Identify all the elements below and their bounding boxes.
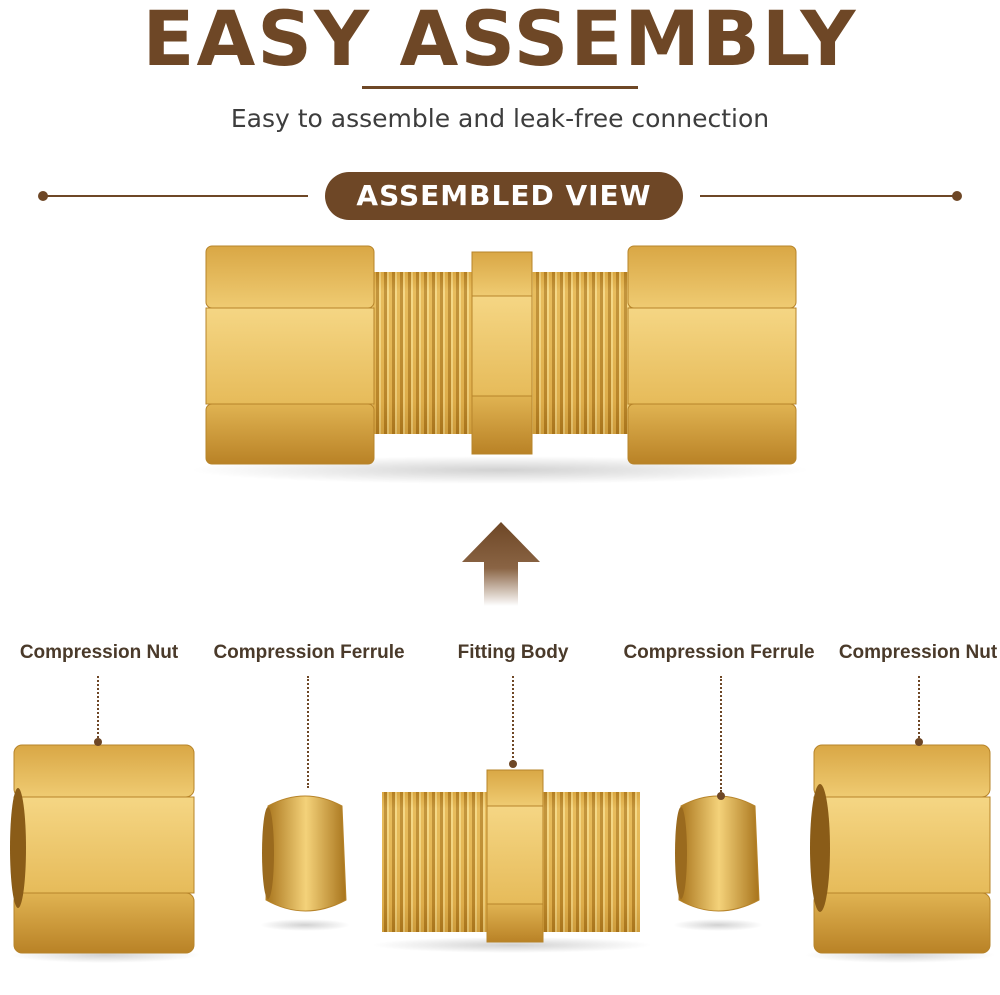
exploded-fitting-body-image [372, 769, 652, 953]
leader-dot [717, 792, 725, 800]
part-label-compression-ferrule-right: Compression Ferrule [623, 642, 815, 663]
divider-line-left [46, 195, 308, 197]
divider-dot-left [38, 191, 48, 201]
page-title: EASY ASSEMBLY [142, 0, 858, 83]
part-label-compression-ferrule-left: Compression Ferrule [213, 642, 405, 663]
divider-dot-right [952, 191, 962, 201]
assembled-view-badge: ASSEMBLED VIEW [325, 172, 683, 220]
leader-line [720, 676, 722, 792]
exploded-nut-left-image [10, 744, 200, 963]
leader-line [97, 676, 99, 738]
part-label-fitting-body: Fitting Body [457, 642, 569, 663]
part-label-compression-nut-left: Compression Nut [19, 642, 179, 663]
leader-dot [94, 738, 102, 746]
leader-dot [915, 738, 923, 746]
exploded-ferrule-left-image [260, 795, 350, 931]
leader-line [512, 676, 514, 762]
assembled-nut-left [205, 245, 375, 465]
title-divider [362, 86, 638, 89]
leader-dot [509, 760, 517, 768]
exploded-nut-right-image [805, 744, 995, 963]
assembled-nut-right [627, 245, 797, 465]
assembled-center-hex [471, 251, 533, 455]
leader-line [307, 676, 309, 788]
leader-line [918, 676, 920, 738]
part-label-compression-nut-right: Compression Nut [838, 642, 998, 663]
subtitle: Easy to assemble and leak-free connectio… [230, 104, 770, 133]
exploded-ferrule-right-image [673, 795, 763, 931]
divider-line-right [700, 195, 954, 197]
assembled-fitting-image [190, 245, 810, 484]
arrow-up-icon [462, 522, 540, 606]
